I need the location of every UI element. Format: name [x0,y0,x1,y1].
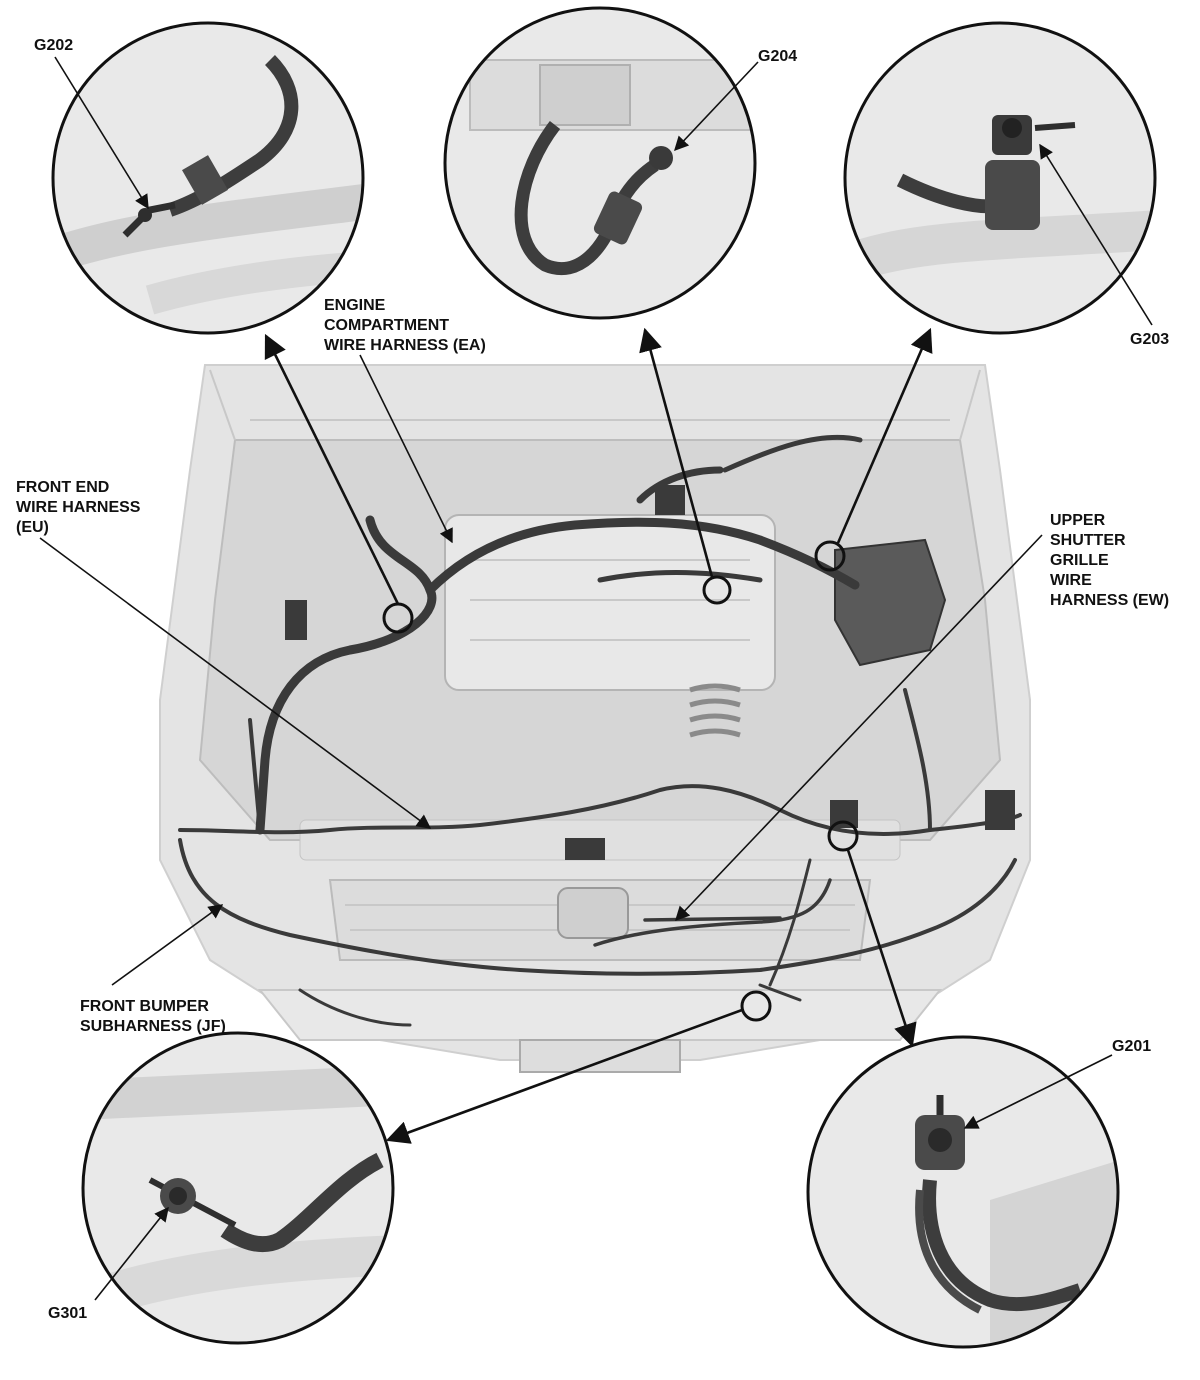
label-jf: FRONT BUMPER SUBHARNESS (JF) [80,998,226,1035]
label-ew-line-4: WIRE [1050,572,1092,589]
label-ea: ENGINE COMPARTMENT WIRE HARNESS (EA) [324,297,486,354]
leader-g204 [674,61,759,152]
label-eu-line-3: (EU) [16,519,49,536]
label-g203: G203 [1130,331,1169,348]
leader-ew [675,534,1043,922]
g301-location-ring [740,990,772,1022]
label-eu: FRONT END WIRE HARNESS (EU) [16,479,145,536]
front-bumper [257,989,943,1041]
leader-g201 [963,1054,1113,1129]
detail-g201 [806,1035,1120,1349]
label-ea-line-3: WIRE HARNESS (EA) [324,337,486,354]
label-ew: UPPER SHUTTER GRILLE WIRE HARNESS (EW) [1050,512,1169,609]
label-eu-line-1: FRONT END [16,479,109,496]
detail-g301 [81,1031,395,1345]
hood-hinge-right [959,369,981,441]
g201-location-ring [827,820,859,852]
callout-arrow-g301 [385,1008,743,1144]
detail-g203 [843,21,1157,335]
callout-arrow-g202 [264,333,400,605]
label-ea-line-1: ENGINE [324,297,386,314]
label-g301: G301 [48,1305,87,1322]
leader-jf [111,904,224,986]
leader-eu [39,537,432,829]
label-g204: G204 [758,48,797,65]
emblem [557,887,629,939]
g204-location-ring [702,575,732,605]
leader-ea [359,354,453,544]
harness-eu [178,688,1022,860]
label-g202: G202 [34,37,73,54]
leader-g301 [94,1206,169,1301]
label-ew-line-5: HARNESS (EW) [1050,592,1169,609]
harness-jf [178,838,1017,1027]
leader-g202 [54,56,149,210]
g203-location-ring [814,540,846,572]
label-ea-line-2: COMPARTMENT [324,317,449,334]
engine-mount-spring [689,683,741,738]
vehicle-front-view [159,364,1031,1073]
license-plate-bracket [519,1039,681,1073]
harness-ew [593,878,832,947]
label-jf-line-2: SUBHARNESS (JF) [80,1018,226,1035]
label-jf-line-1: FRONT BUMPER [80,998,209,1015]
leader-g203 [1039,143,1153,326]
engine-cover [444,514,776,691]
hood-hinge-left [209,369,236,441]
label-ew-line-3: GRILLE [1050,552,1109,569]
detail-g204 [443,6,757,320]
callout-arrow-g203 [836,327,933,544]
label-ew-line-1: UPPER [1050,512,1106,529]
callout-arrow-g204 [639,327,714,578]
fuse-box [834,538,947,667]
detail-g202 [51,21,365,335]
label-g201: G201 [1112,1038,1151,1055]
label-ew-line-2: SHUTTER [1050,532,1126,549]
callout-arrow-g201 [846,849,917,1048]
label-eu-line-2: WIRE HARNESS [16,499,141,516]
